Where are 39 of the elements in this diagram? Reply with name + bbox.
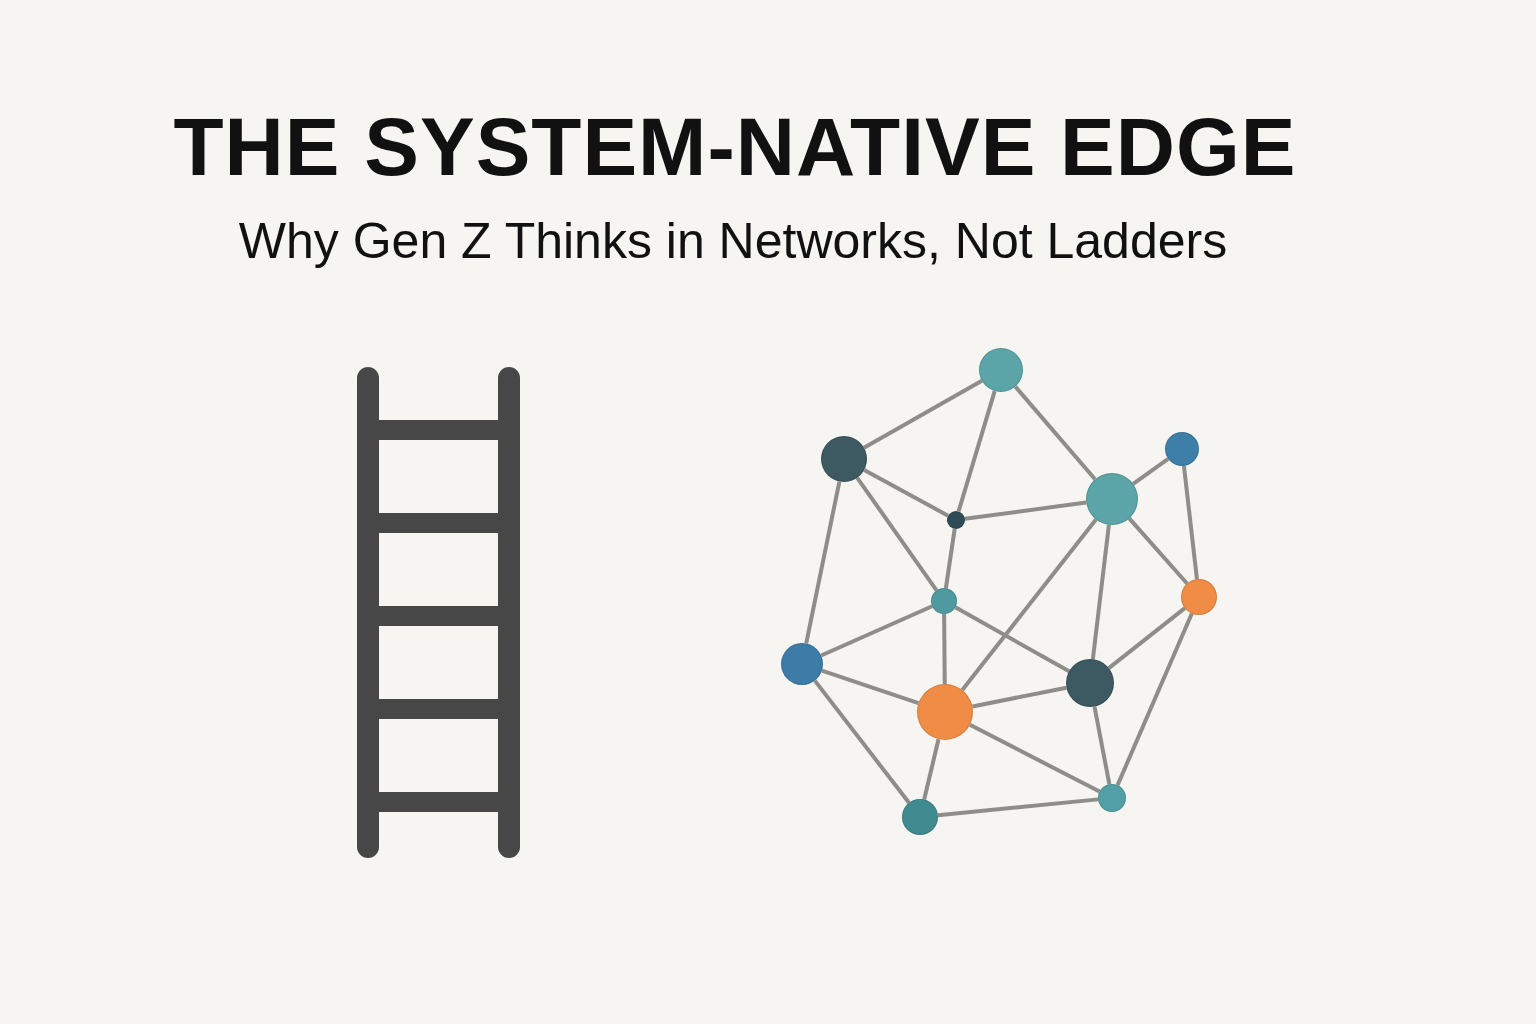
connector-line: [968, 723, 1101, 794]
network-node-circle: [1165, 432, 1199, 466]
connector-line: [964, 500, 1087, 521]
connector-line: [1013, 385, 1097, 481]
network-node-circle: [979, 348, 1023, 392]
connector-line: [1181, 465, 1199, 580]
connector-line: [937, 797, 1099, 818]
network-node-circle: [902, 799, 938, 835]
connector-line: [1127, 517, 1189, 585]
connector-line: [922, 738, 941, 800]
network-node-circle: [781, 643, 823, 685]
connector-line: [1090, 524, 1111, 660]
connector-line: [821, 668, 920, 705]
connector-line: [855, 476, 939, 592]
network-node-circle: [821, 436, 867, 482]
network-node-circle: [947, 511, 965, 529]
connector-line: [972, 685, 1067, 709]
subtitle: Why Gen Z Thinks in Networks, Not Ladders: [237, 212, 1229, 270]
connector-line: [820, 604, 933, 658]
connector-line: [942, 614, 947, 685]
connector-line: [1092, 706, 1112, 785]
connector-line: [1115, 612, 1194, 786]
network-node-circle: [1098, 784, 1126, 812]
connector-line: [1107, 606, 1187, 670]
network-node-circle: [1181, 579, 1217, 615]
connector-line: [1132, 457, 1170, 486]
connector-line: [813, 679, 911, 804]
connector-line: [954, 605, 1071, 673]
connector-line: [943, 528, 957, 589]
connector-line: [960, 518, 1098, 692]
network-node-circle: [1066, 659, 1114, 707]
connector-line: [804, 481, 842, 644]
connector-line: [863, 379, 983, 450]
connector-line: [956, 390, 997, 512]
network-node-circle: [917, 684, 973, 740]
network-node-circle: [931, 588, 957, 614]
connector-line: [863, 468, 950, 518]
title: THE SYSTEM-NATIVE EDGE: [172, 100, 1298, 194]
network-node-circle: [1086, 473, 1138, 525]
